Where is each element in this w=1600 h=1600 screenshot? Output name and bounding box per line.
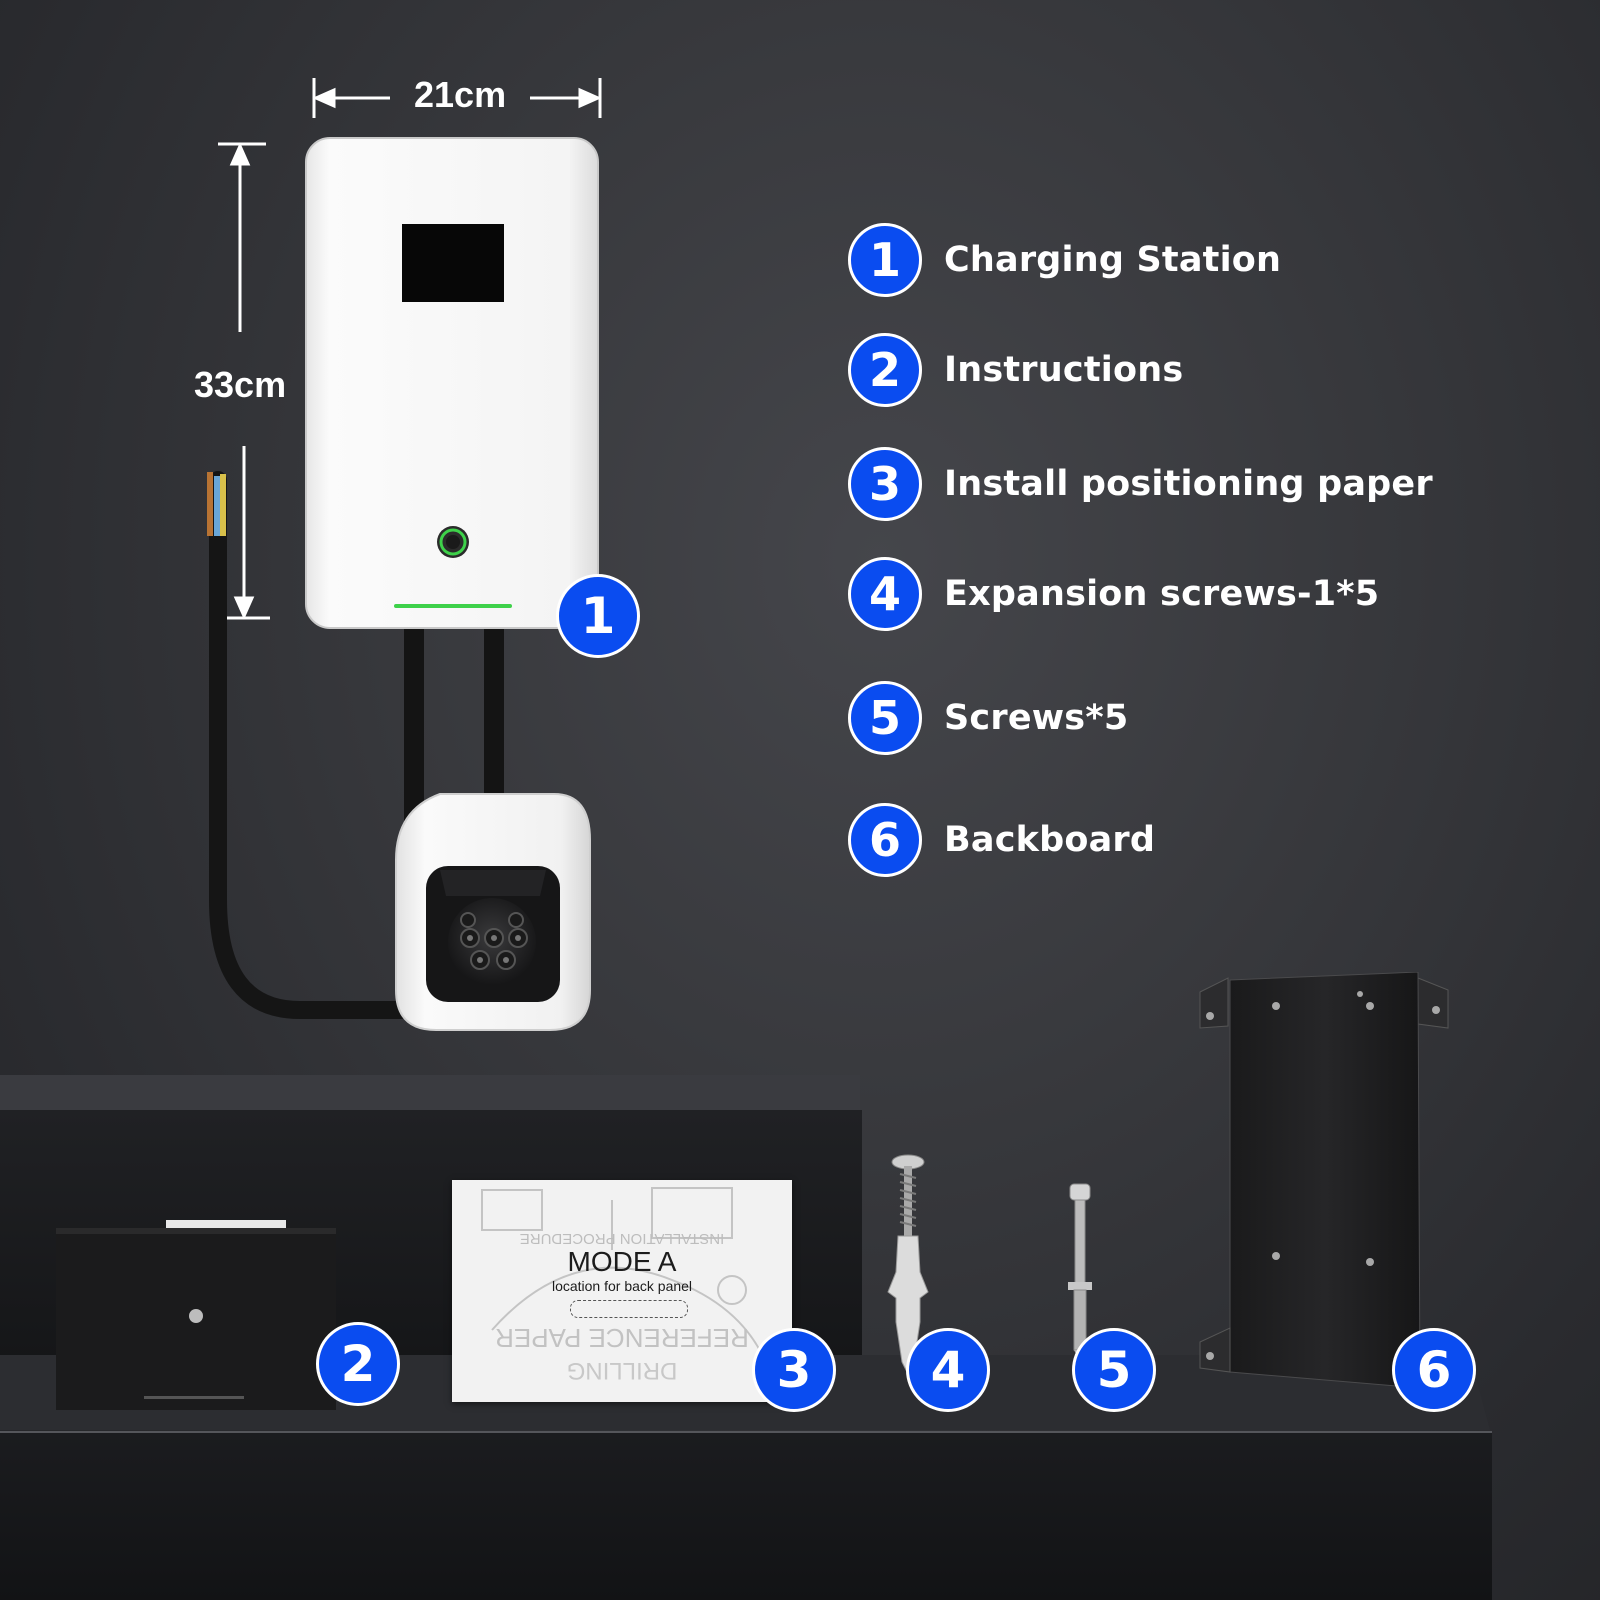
legend-label: Backboard (944, 820, 1156, 860)
screw (1068, 1183, 1092, 1362)
paper-mode-label: MODE A (567, 1246, 677, 1277)
paper-mirrored-top: INSTALLATION PROCEDURE (519, 1230, 725, 1247)
badge-charging-station: 1 (556, 574, 640, 658)
legend-number-badge: 1 (848, 223, 922, 297)
legend-label: Expansion screws-1*5 (944, 574, 1380, 614)
paper-subtitle: location for back panel (551, 1278, 693, 1294)
badge-positioning-paper: 3 (752, 1328, 836, 1412)
instructions-booklet (56, 1220, 336, 1410)
legend-item-expansion-screws: 4 Expansion screws-1*5 (848, 556, 1379, 632)
legend-number-badge: 3 (848, 447, 922, 521)
legend-item-screws: 5 Screws*5 (848, 680, 1128, 756)
paper-mirrored-bottom: REFERENCE PAPER (495, 1323, 749, 1353)
paper-cert-marks (570, 1300, 688, 1318)
legend-label: Charging Station (944, 240, 1282, 280)
shelf-front (0, 1433, 1492, 1600)
badge-backboard: 6 (1392, 1328, 1476, 1412)
legend-item-positioning-paper: 3 Install positioning paper (848, 446, 1433, 522)
badge-expansion-screws: 4 (906, 1328, 990, 1412)
paper-mirrored-drilling: DRILLING (566, 1357, 678, 1384)
legend-label: Install positioning paper (944, 464, 1433, 504)
legend-number-badge: 4 (848, 557, 922, 631)
width-dimension-label: 21cm (414, 74, 507, 115)
positioning-paper: INSTALLATION PROCEDURE MODE A location f… (452, 1180, 792, 1402)
ev-wallbox-icon (207, 137, 599, 1031)
legend-label: Instructions (944, 350, 1184, 390)
legend-number-badge: 2 (848, 333, 922, 407)
height-dimension-label: 33cm (194, 364, 287, 405)
paper-sketch (481, 1187, 773, 1381)
legend-label: Screws*5 (944, 698, 1129, 738)
legend-number-badge: 6 (848, 803, 922, 877)
legend-number-badge: 5 (848, 681, 922, 755)
legend-item-backboard: 6 Backboard (848, 802, 1155, 878)
back-block-top (0, 1075, 860, 1110)
badge-screws: 5 (1072, 1328, 1156, 1412)
legend-item-charging-station: 1 Charging Station (848, 222, 1281, 298)
legend-item-instructions: 2 Instructions (848, 332, 1183, 408)
badge-instructions: 2 (316, 1322, 400, 1406)
